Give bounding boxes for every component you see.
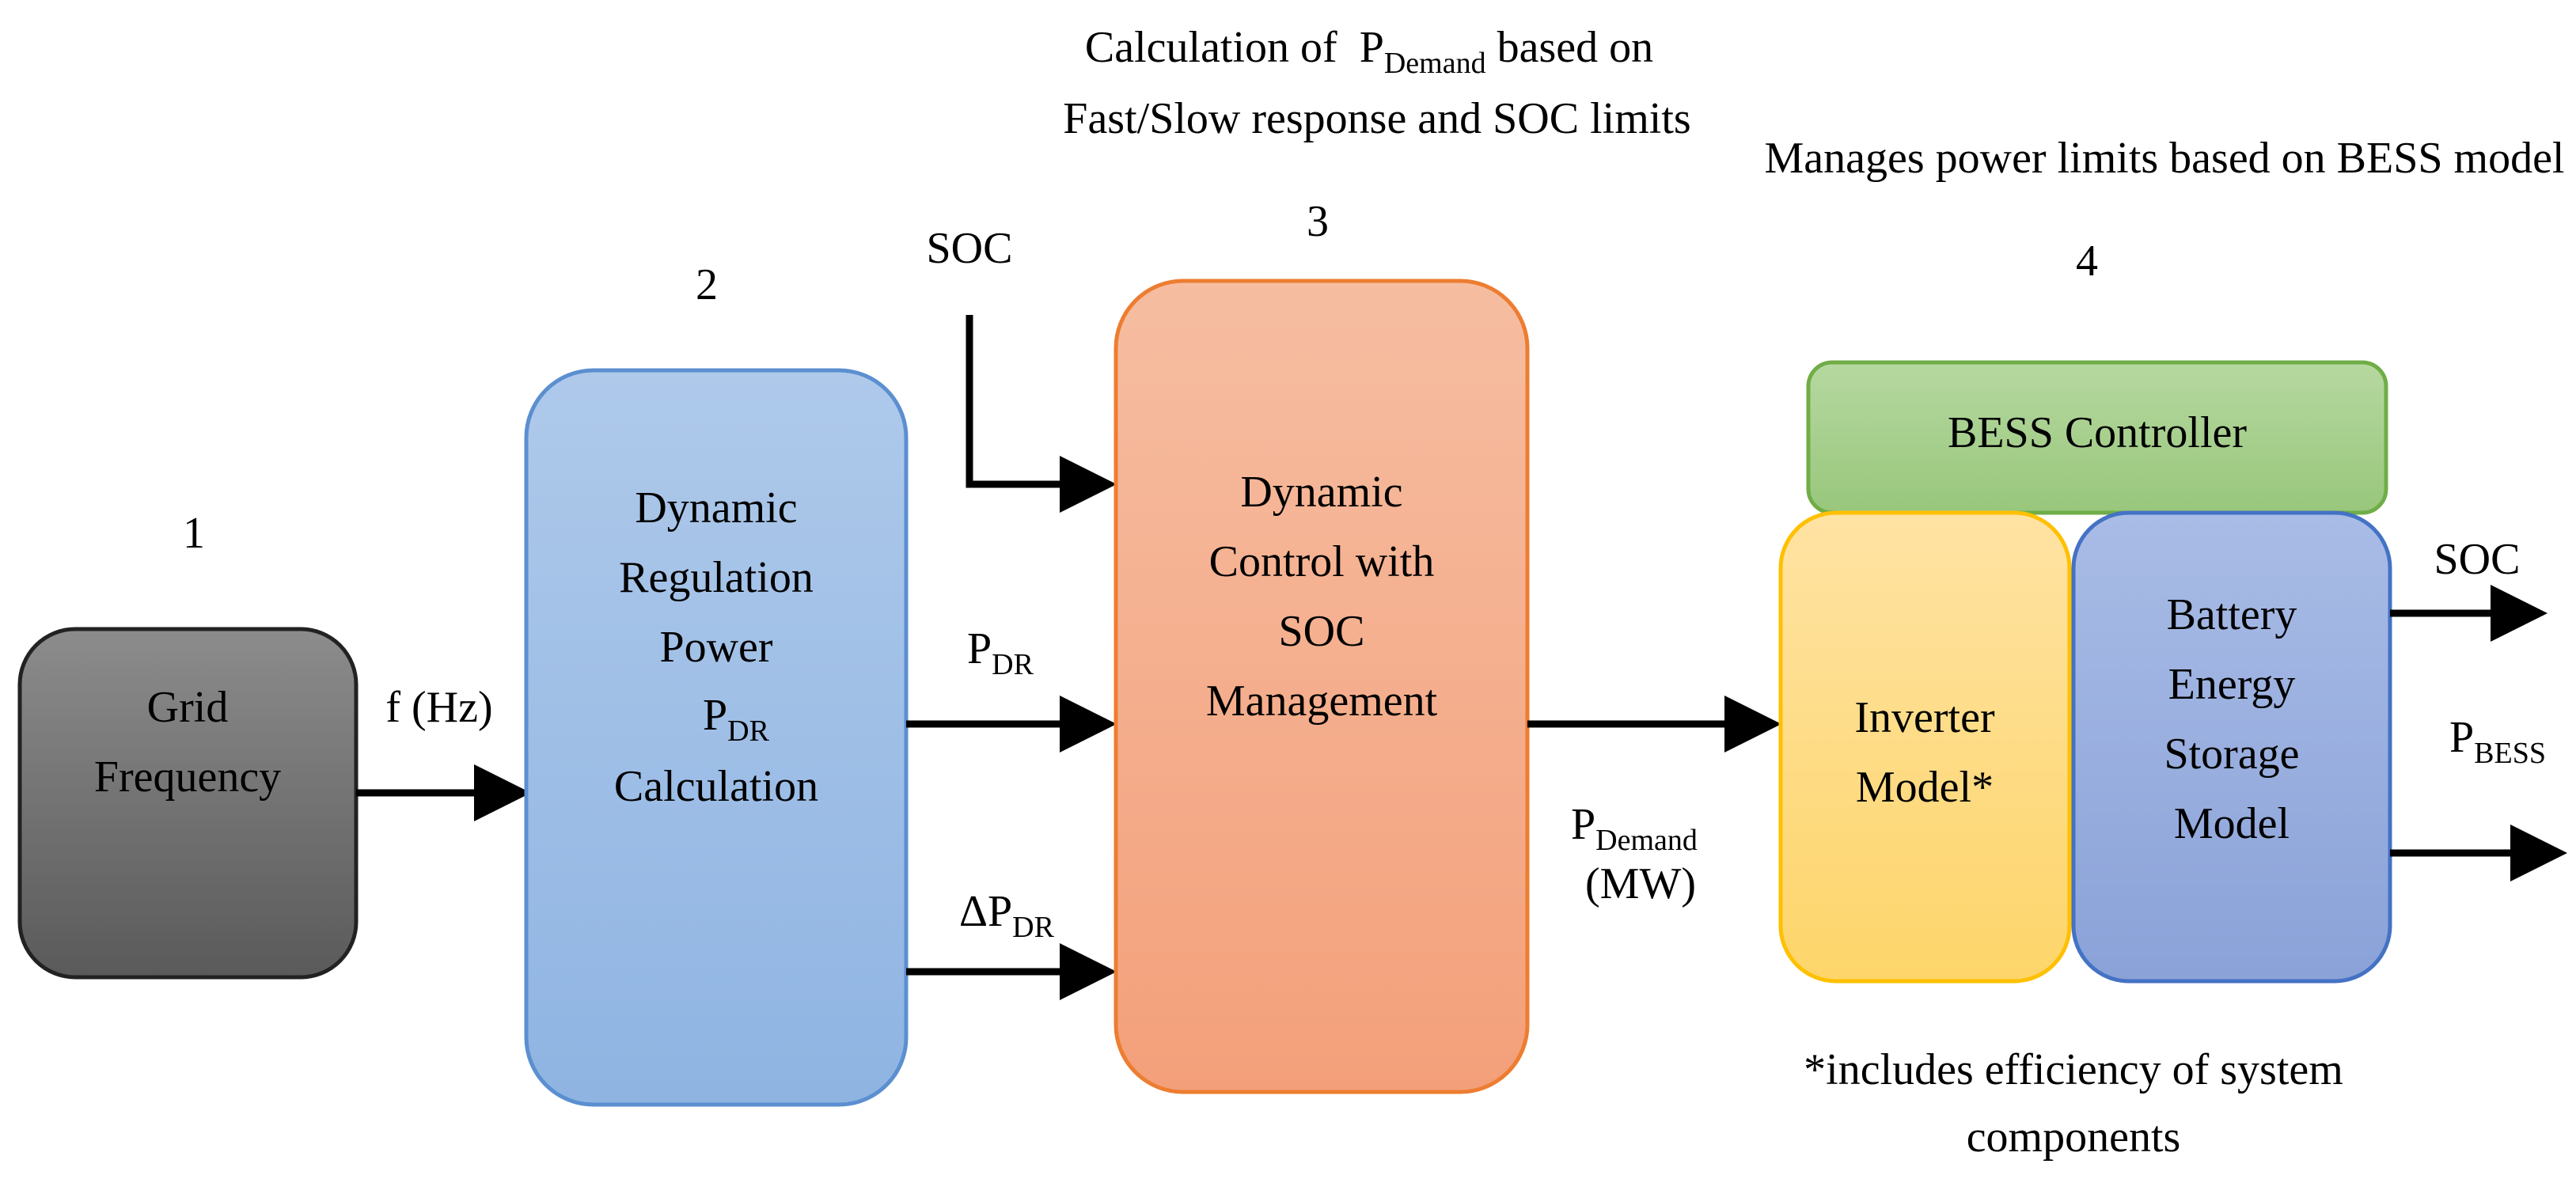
step-number-2: 2 [696, 260, 718, 309]
dynamic-regulation-line3: Power [659, 623, 772, 672]
p-bess-label: PBESS [2449, 713, 2546, 770]
step-number-3: 3 [1307, 197, 1329, 246]
dynamic-control-line4: Management [1206, 677, 1438, 726]
bess-controller-label: BESS Controller [1948, 408, 2247, 457]
grid-frequency-line2: Frequency [94, 753, 281, 802]
battery-line4: Model [2174, 799, 2290, 848]
battery-line3: Storage [2164, 730, 2299, 779]
battery-model-block: Battery Energy Storage Model [2071, 510, 2392, 984]
battery-line1: Battery [2167, 590, 2297, 639]
battery-line2: Energy [2168, 660, 2296, 709]
dynamic-control-line2: Control with [1209, 537, 1435, 586]
soc-output-label: SOC [2434, 535, 2521, 584]
mw-label: (MW) [1585, 859, 1696, 908]
dynamic-regulation-line5: Calculation [614, 762, 818, 811]
calculation-note-line2: Fast/Slow response and SOC limits [1063, 94, 1690, 143]
manages-note: Manages power limits based on BESS model [1764, 134, 2564, 183]
delta-p-dr-label: ΔPDR [959, 887, 1055, 944]
dynamic-regulation-line1: Dynamic [635, 483, 797, 533]
footnote-line1: *includes efficiency of system [1804, 1045, 2343, 1094]
inverter-line1: Inverter [1854, 693, 1995, 742]
soc-input-arrow [966, 315, 1117, 513]
grid-frequency-block: Grid Frequency [17, 627, 359, 980]
f-hz-label: f (Hz) [385, 683, 492, 732]
dynamic-control-block: Dynamic Control with SOC Management [1113, 279, 1530, 1094]
grid-frequency-line1: Grid [147, 683, 229, 732]
bess-controller-block: BESS Controller [1806, 360, 2388, 515]
step-number-4: 4 [2076, 237, 2098, 286]
footnote-line2: components [1967, 1113, 2181, 1162]
inverter-line2: Model* [1856, 763, 1994, 812]
dynamic-regulation-pdr: PDR [703, 691, 770, 748]
dynamic-regulation-block: Dynamic Regulation Power PDR Calculation [524, 368, 909, 1107]
p-dr-label: PDR [967, 624, 1034, 681]
dynamic-control-line1: Dynamic [1240, 468, 1402, 517]
dynamic-control-line3: SOC [1279, 607, 1365, 656]
soc-input-label: SOC [927, 224, 1013, 273]
step-number-1: 1 [183, 509, 205, 558]
inverter-model-block: Inverter Model* [1778, 510, 2072, 984]
p-demand-label: PDemand [1571, 800, 1698, 857]
dynamic-regulation-line2: Regulation [619, 553, 814, 602]
